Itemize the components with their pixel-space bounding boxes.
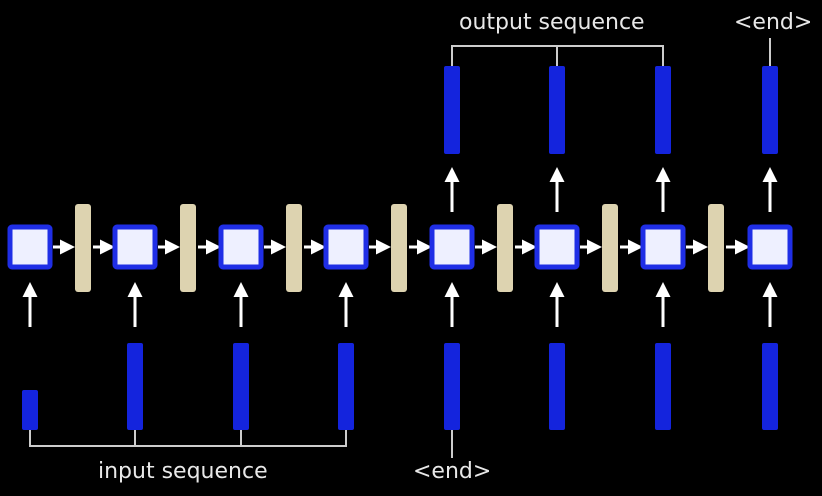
rnn-cell (747, 224, 793, 270)
input-vector (127, 343, 143, 430)
rnn-cell (640, 224, 686, 270)
rnn-cell (429, 224, 475, 270)
output-vector (549, 66, 565, 154)
output-sequence-label: output sequence (459, 10, 645, 35)
weight-block (708, 204, 724, 292)
rnn-cell (323, 224, 369, 270)
weight-block (180, 204, 196, 292)
rnn-cell (7, 224, 53, 270)
input-vector (655, 343, 671, 430)
input-vector (22, 390, 38, 430)
weight-block (497, 204, 513, 292)
weight-block (602, 204, 618, 292)
end-token-top-label: <end> (734, 10, 813, 35)
input-vector (444, 343, 460, 430)
input-sequence-bracket (29, 430, 347, 447)
weight-block (286, 204, 302, 292)
output-vector (444, 66, 460, 154)
output-vector (762, 66, 778, 154)
input-vector (233, 343, 249, 430)
rnn-cell (112, 224, 158, 270)
rnn-cell (218, 224, 264, 270)
output-vector (655, 66, 671, 154)
rnn-cell (534, 224, 580, 270)
input-sequence-label: input sequence (98, 459, 268, 484)
weight-block (391, 204, 407, 292)
weight-block (75, 204, 91, 292)
input-vector (338, 343, 354, 430)
end-token-bottom-label: <end> (413, 459, 492, 484)
input-vector (549, 343, 565, 430)
input-vector (762, 343, 778, 430)
